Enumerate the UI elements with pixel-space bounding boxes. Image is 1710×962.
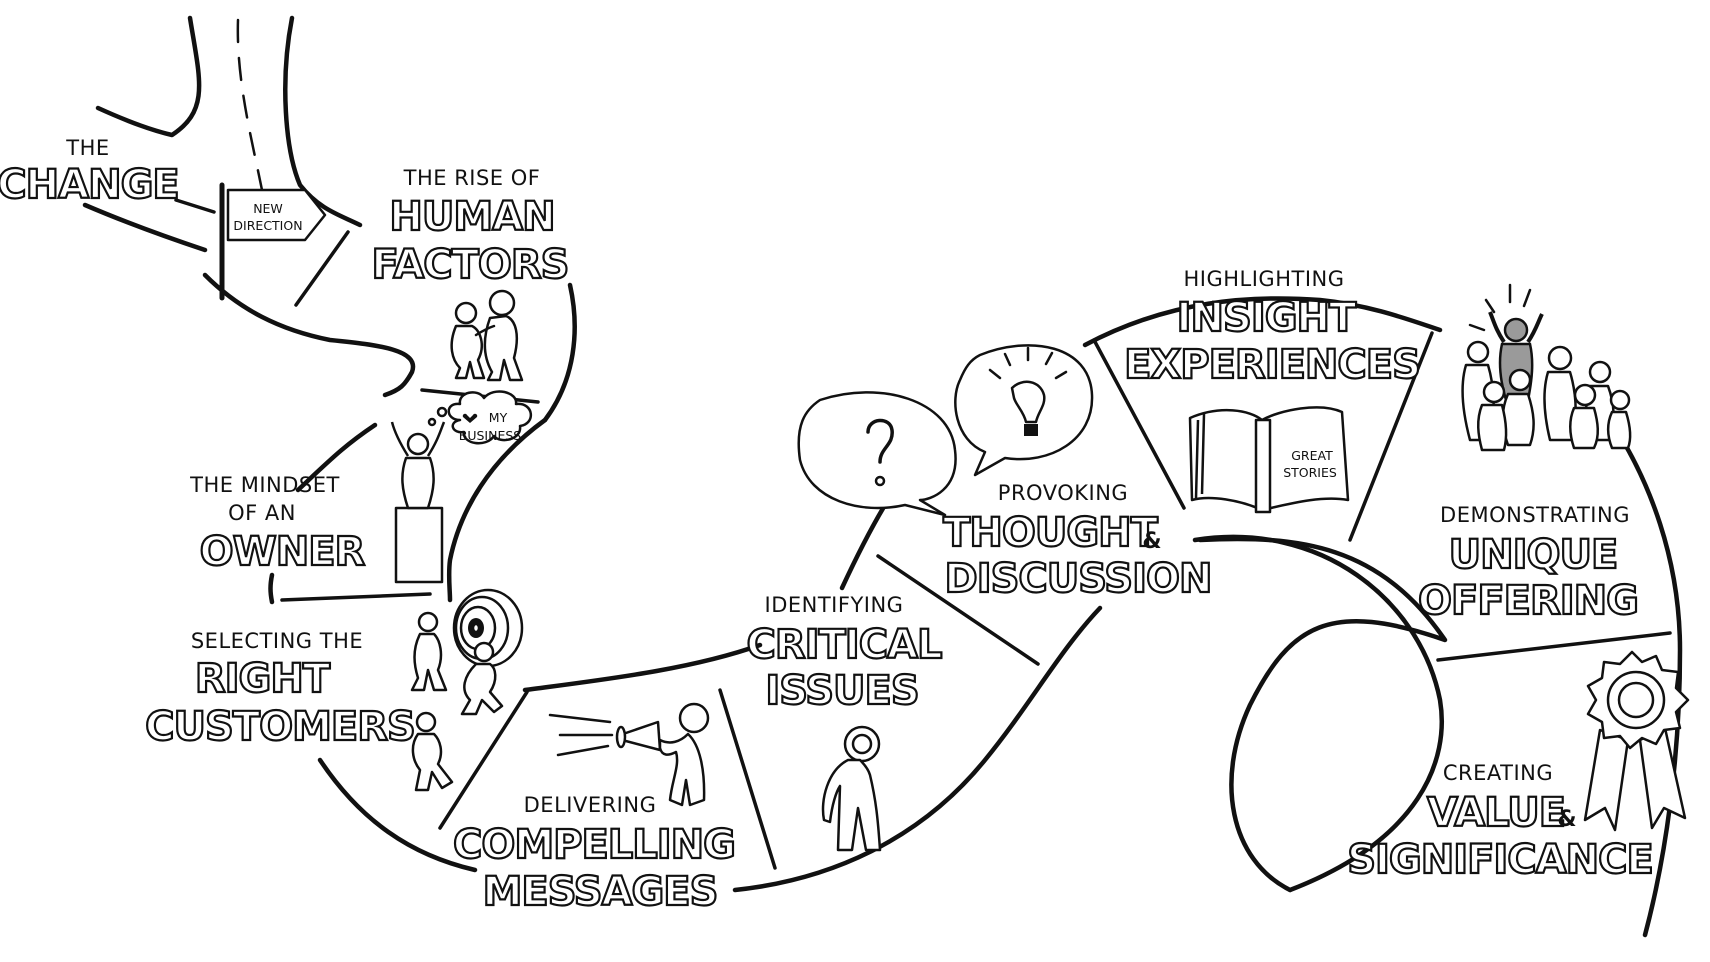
issues-big-line-1: CRITICAL	[746, 622, 942, 668]
stage-dividers	[219, 182, 1672, 870]
owner-big-label: OWNER	[200, 529, 365, 575]
customers-big-line-2: CUSTOMERS	[145, 704, 415, 750]
book-line-2: STORIES	[1283, 465, 1337, 480]
unique-big-line-1: UNIQUE	[1449, 532, 1618, 578]
issues-big-line-2: ISSUES	[765, 668, 918, 714]
issues-small-label: IDENTIFYING	[765, 593, 904, 617]
megaphone-person-icon	[548, 702, 710, 807]
value-big-line-2: SIGNIFICANCE	[1347, 837, 1653, 883]
change-small-label: THE	[65, 136, 109, 160]
lightbulb-bubble-icon	[954, 344, 1094, 477]
thought-small-label: PROVOKING	[998, 481, 1128, 505]
signpost-icon: NEW DIRECTION	[174, 188, 327, 242]
sign-line-2: DIRECTION	[233, 218, 302, 233]
human-factors-big-line-2: FACTORS	[372, 242, 569, 288]
sign-line-1: NEW	[253, 201, 283, 216]
question-bubble-icon	[797, 391, 957, 517]
insight-big-line-1: INSIGHT	[1177, 295, 1357, 341]
messages-small-label: DELIVERING	[524, 793, 657, 817]
thought-big-line-1: THOUGHT	[943, 510, 1159, 556]
road-icon	[82, 15, 1683, 938]
value-big-line-1: VALUE	[1427, 790, 1565, 836]
magnifier-person-icon	[821, 725, 882, 852]
human-factors-big-line-1: HUMAN	[389, 194, 554, 240]
owner-small-line-1: THE MINDSET	[189, 473, 340, 497]
cheering-crowd-icon	[1461, 283, 1632, 452]
unique-big-line-2: OFFERING	[1418, 578, 1638, 624]
insight-small-label: HIGHLIGHTING	[1183, 267, 1344, 291]
customers-small-label: SELECTING THE	[191, 629, 363, 653]
customers-big-line-1: RIGHT	[195, 656, 331, 702]
person-icon	[410, 611, 504, 792]
thought-big-line-2: DISCUSSION	[945, 556, 1212, 602]
value-small-label: CREATING	[1443, 761, 1553, 785]
messages-big-line-2: MESSAGES	[483, 869, 718, 915]
change-big-label: CHANGE	[0, 162, 179, 208]
owner-small-line-2: OF AN	[228, 501, 296, 525]
book-line-1: GREAT	[1291, 448, 1333, 463]
bubble-line-2: BUSINESS	[459, 428, 522, 443]
two-people-icon	[450, 289, 524, 382]
bubble-line-1: MY	[489, 410, 508, 425]
rosette-ribbon-icon	[1583, 650, 1690, 832]
target-icon	[452, 588, 524, 668]
thought-ampersand: &	[1142, 529, 1161, 554]
thought-bubble-icon: MY BUSINESS	[427, 390, 532, 445]
human-factors-small-label: THE RISE OF	[403, 166, 541, 190]
insight-big-line-2: EXPERIENCES	[1124, 342, 1420, 388]
open-book-icon: GREAT STORIES	[1188, 406, 1350, 514]
messages-big-line-1: COMPELLING	[453, 822, 735, 868]
value-ampersand: &	[1557, 807, 1576, 832]
person-on-podium-icon	[390, 421, 446, 584]
unique-small-label: DEMONSTRATING	[1440, 503, 1630, 527]
